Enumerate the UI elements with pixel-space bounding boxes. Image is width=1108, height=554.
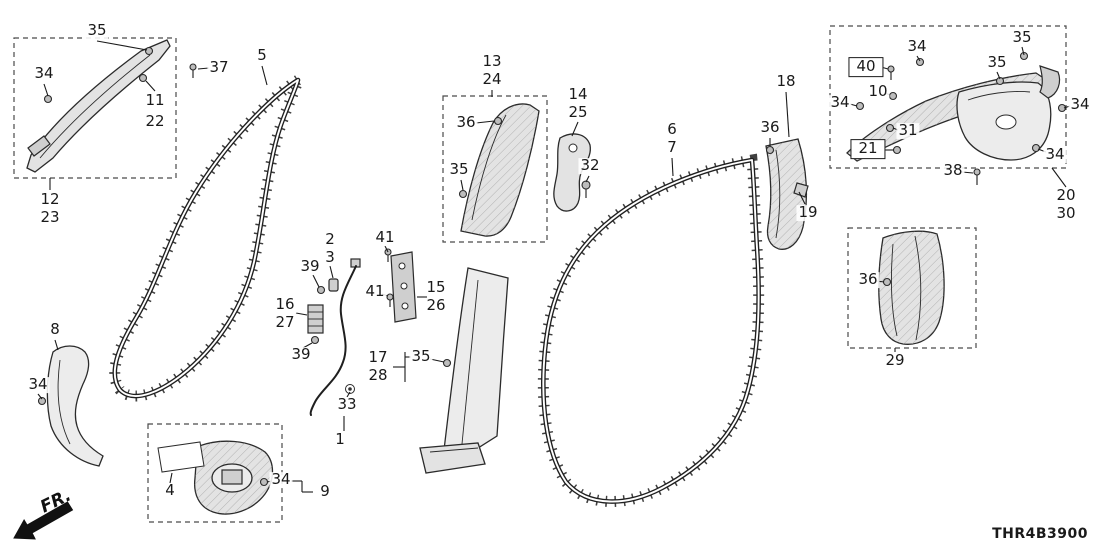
clip-icon xyxy=(885,123,895,133)
cowl-side-trim xyxy=(157,440,274,515)
b-pillar-lower-garnish-right xyxy=(765,138,809,250)
clip-icon xyxy=(259,477,269,487)
screw-icon xyxy=(973,168,981,185)
front-door-opening-seal xyxy=(109,68,307,402)
screw-icon xyxy=(189,63,197,78)
clip-icon xyxy=(892,145,902,155)
clip-icon xyxy=(442,358,452,368)
roof-side-garnish-group xyxy=(846,51,1067,185)
c-pillar-garnish xyxy=(878,230,945,345)
front-pillar-lower-trim xyxy=(37,345,104,467)
b-pillar-lower-trim-center xyxy=(419,267,509,474)
clip-icon xyxy=(882,277,892,287)
clip-icon xyxy=(37,396,47,406)
clip-icon xyxy=(995,76,1005,86)
b-pillar-upper-garnish xyxy=(458,103,540,237)
clip-icon xyxy=(1019,51,1029,61)
clip-icon xyxy=(1031,143,1041,153)
fr-direction-arrow: FR. xyxy=(13,486,74,540)
clip-icon xyxy=(458,189,468,199)
screw-icon xyxy=(386,293,394,307)
leader-lines xyxy=(37,40,1071,493)
pillar-bracket xyxy=(384,248,417,323)
a-pillar-garnish xyxy=(26,39,197,173)
rear-door-opening-seal xyxy=(537,153,765,507)
clip-icon xyxy=(43,94,53,104)
drain-cord xyxy=(309,265,357,416)
clip-icon xyxy=(328,278,339,292)
detail-box-b-pillar-upper xyxy=(442,95,548,243)
detail-box-c-pillar xyxy=(847,227,977,349)
seatbelt-adjuster xyxy=(553,133,591,212)
clip-icon xyxy=(138,73,148,83)
clip-icon xyxy=(144,46,154,56)
clip-icon xyxy=(493,116,503,126)
clip-icon xyxy=(855,101,865,111)
caution-label xyxy=(157,441,205,473)
diagram-code: THR4B3900 xyxy=(992,526,1088,542)
grommet-icon xyxy=(316,285,326,295)
screw-icon xyxy=(887,65,895,80)
grommet-icon xyxy=(310,335,320,345)
clip-icon xyxy=(888,91,898,101)
fastener-cluster xyxy=(307,258,361,416)
clip-icon xyxy=(915,57,925,67)
clip-tab xyxy=(793,182,809,198)
clip-icon xyxy=(765,145,775,155)
bolt-icon xyxy=(581,180,591,198)
